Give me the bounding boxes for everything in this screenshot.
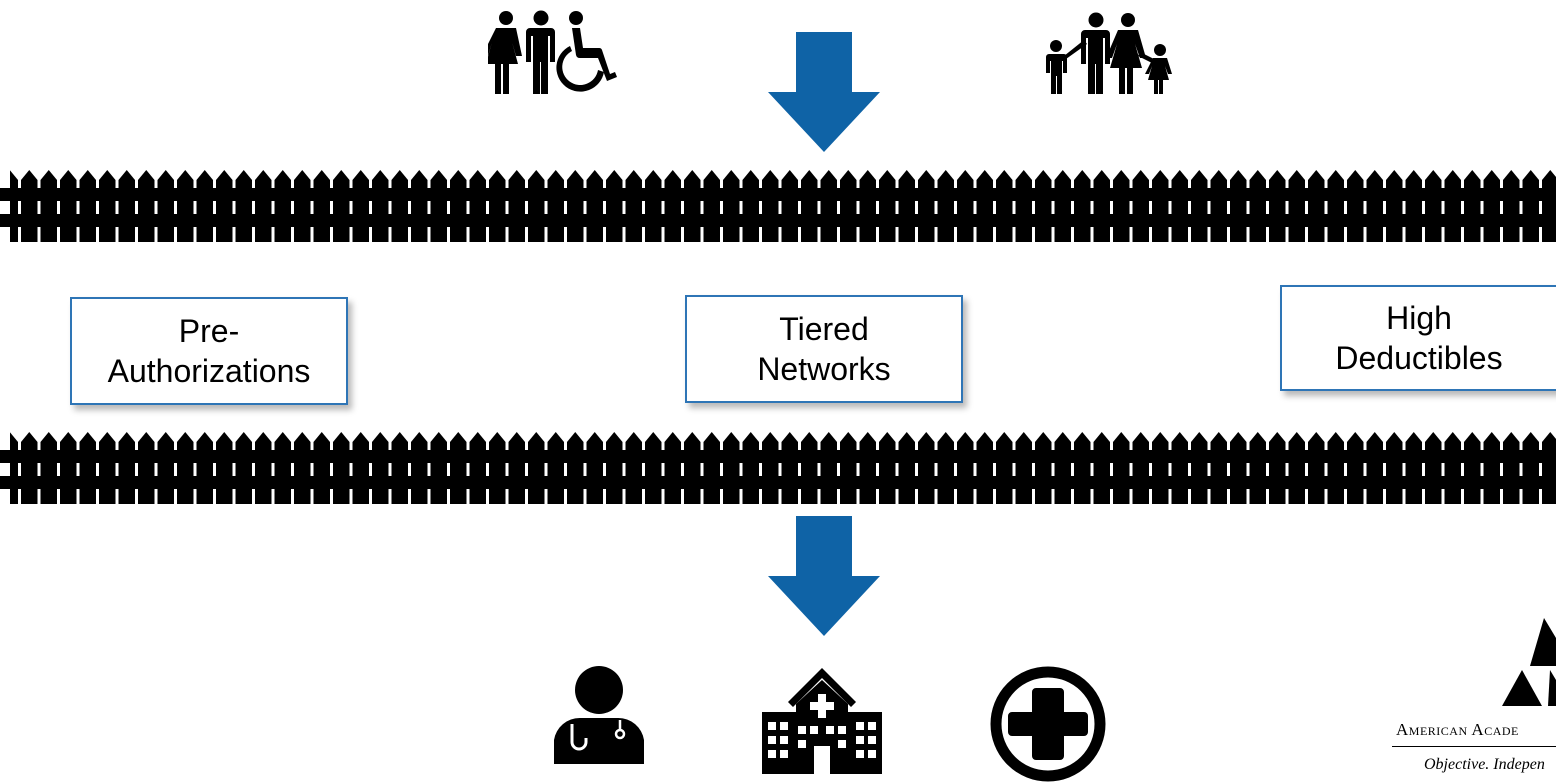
gate-label-line2: Deductibles [1335, 340, 1503, 376]
gate-label-line1: Tiered [779, 311, 869, 347]
doctor-icon [554, 666, 644, 764]
fence-top [0, 170, 1556, 242]
people-and-wheelchair-user-icon [488, 10, 617, 94]
fence-bottom [0, 432, 1556, 504]
academy-logo-tagline: Objective. Indepen [1424, 756, 1556, 774]
logo-name-text: American Acade [1396, 720, 1519, 739]
medical-cross-icon [990, 666, 1106, 782]
hospital-icon [762, 668, 882, 774]
gate-label-line1: High [1386, 300, 1452, 336]
down-arrow-bottom [768, 516, 880, 636]
academy-logo-name: American Acade [1396, 720, 1556, 740]
logo-rule [1392, 746, 1556, 747]
down-arrow-top [768, 32, 880, 152]
academy-logo-mark [1502, 618, 1556, 706]
gate-box-high-deductibles: High Deductibles [1280, 285, 1556, 391]
logo-tagline-text: Objective. Indepen [1424, 756, 1545, 773]
gate-label-line2: Authorizations [107, 353, 311, 389]
gate-label-line2: Networks [757, 351, 891, 387]
gate-box-pre-authorizations: Pre- Authorizations [70, 297, 348, 405]
gate-box-tiered-networks: Tiered Networks [685, 295, 963, 403]
family-icon [1046, 12, 1172, 94]
gate-label-line1: Pre- [178, 313, 240, 349]
